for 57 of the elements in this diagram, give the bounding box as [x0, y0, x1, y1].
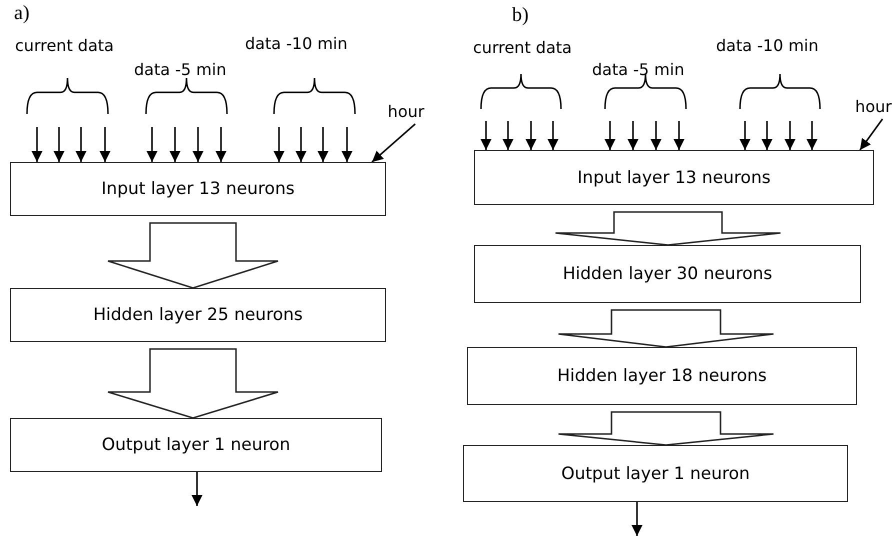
arrow [192, 472, 202, 506]
block-arrow [558, 411, 774, 446]
arrow [859, 118, 884, 150]
layer-box [10, 288, 386, 342]
arrow [548, 121, 558, 150]
arrow [170, 127, 180, 162]
block-arrow [554, 211, 782, 246]
layer-label: Input layer 13 neurons [101, 179, 295, 199]
layer-label: Input layer 13 neurons [577, 168, 771, 188]
layer-label: Hidden layer 25 neurons [93, 305, 303, 325]
arrow [216, 127, 226, 162]
layer-label: Hidden layer 30 neurons [562, 264, 772, 284]
arrow [806, 121, 818, 150]
arrow [318, 127, 328, 162]
arrow [784, 121, 796, 150]
arrow [296, 127, 306, 162]
arrow [632, 502, 642, 536]
arrow [740, 121, 750, 150]
input-label: hour [383, 100, 429, 122]
block-arrow [107, 222, 279, 289]
arrow [762, 121, 772, 150]
arrow [54, 127, 64, 162]
arrow [480, 121, 492, 150]
input-group-label: current data [473, 38, 572, 57]
arrow [371, 123, 416, 163]
input-label: hour [851, 95, 896, 117]
panel-label: a) [14, 2, 30, 25]
layer-box [10, 418, 382, 472]
arrow [674, 121, 684, 150]
arrow [274, 127, 284, 162]
panel-label: b) [512, 4, 529, 27]
arrow [76, 127, 86, 162]
input-group-label: data -5 min [592, 60, 684, 79]
arrow [628, 121, 638, 150]
layer-label: Output layer 1 neuron [102, 435, 290, 455]
layer-label: Output layer 1 neuron [561, 464, 750, 484]
arrow [32, 127, 42, 162]
layer-box [467, 347, 857, 405]
input-group-label: data -10 min [716, 36, 819, 55]
layer-label: Hidden layer 18 neurons [557, 366, 767, 386]
arrow [146, 127, 158, 162]
arrow [650, 121, 662, 150]
arrow [192, 127, 204, 162]
layer-box [463, 445, 848, 502]
arrow [100, 127, 110, 162]
input-group-label: current data [15, 36, 114, 55]
arrow [604, 121, 616, 150]
layer-box [474, 150, 874, 205]
layer-box [474, 245, 861, 303]
arrow [342, 127, 352, 162]
arrow [502, 121, 514, 150]
layer-box [10, 162, 386, 216]
block-arrow [558, 309, 774, 348]
input-group-label: data -10 min [245, 34, 348, 53]
input-group-label: data -5 min [134, 60, 226, 79]
block-arrow [107, 348, 279, 419]
arrow [526, 121, 536, 150]
